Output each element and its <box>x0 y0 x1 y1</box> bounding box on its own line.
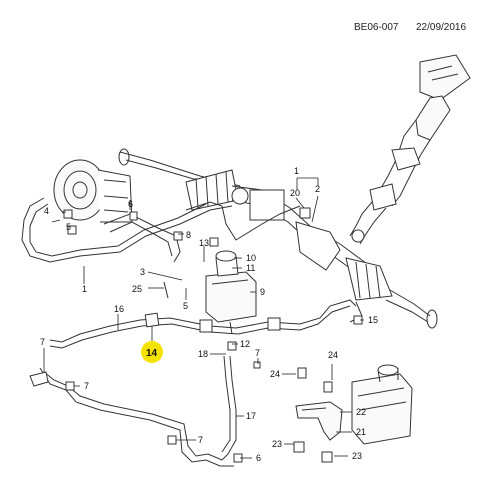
callout-2: 2 <box>315 184 320 194</box>
callout-22: 22 <box>356 407 366 417</box>
callout-24-b: 24 <box>328 350 338 360</box>
callout-5-left: 5 <box>66 222 71 232</box>
steering-rack-illustration <box>118 148 438 329</box>
callout-7-b: 7 <box>84 381 89 391</box>
document-code: BE06-007 <box>354 22 399 33</box>
callout-5-mid: 5 <box>183 301 188 311</box>
callout-17: 17 <box>246 411 256 421</box>
highlight-marker <box>141 341 163 363</box>
callout-18: 18 <box>198 349 208 359</box>
callout-7-a: 7 <box>40 337 45 347</box>
callout-6-bottom: 6 <box>256 453 261 463</box>
callout-1-top: 1 <box>294 166 299 176</box>
callout-24-a: 24 <box>270 369 280 379</box>
callout-6-top: 6 <box>128 199 133 209</box>
steering-column-illustration <box>349 54 471 245</box>
callout-15: 15 <box>368 315 378 325</box>
callout-13: 13 <box>199 238 209 248</box>
callout-8: 8 <box>186 230 191 240</box>
fluid-reservoir-illustration <box>205 250 257 335</box>
callout-9: 9 <box>260 287 265 297</box>
callout-7-c: 7 <box>198 435 203 445</box>
document-date: 22/09/2016 <box>416 22 467 33</box>
cooler-pipe-illustration <box>29 355 237 467</box>
callout-23-b: 23 <box>352 451 362 461</box>
callout-3: 3 <box>140 267 145 277</box>
leader-lines <box>43 177 364 459</box>
mounting-bracket-illustration <box>295 401 343 441</box>
callout-4: 4 <box>44 206 49 216</box>
callout-23-a: 23 <box>272 439 282 449</box>
callout-25: 25 <box>132 284 142 294</box>
callout-14: 14 <box>146 348 158 359</box>
callout-10: 10 <box>246 253 256 263</box>
power-steering-pump-illustration <box>53 159 133 223</box>
callout-7-d: 7 <box>255 348 260 358</box>
fasteners <box>63 207 363 463</box>
callout-labels: 1 2 20 10 11 9 13 8 3 25 1 5 4 6 5 15 16… <box>40 166 378 463</box>
callout-20: 20 <box>290 188 300 198</box>
spare-reservoir-illustration <box>351 364 413 445</box>
pressure-hose-illustration <box>21 197 301 263</box>
callout-12: 12 <box>240 339 250 349</box>
callout-11: 11 <box>246 263 255 273</box>
callout-1-left: 1 <box>82 284 87 294</box>
callout-21: 21 <box>356 427 366 437</box>
callout-16: 16 <box>114 304 124 314</box>
